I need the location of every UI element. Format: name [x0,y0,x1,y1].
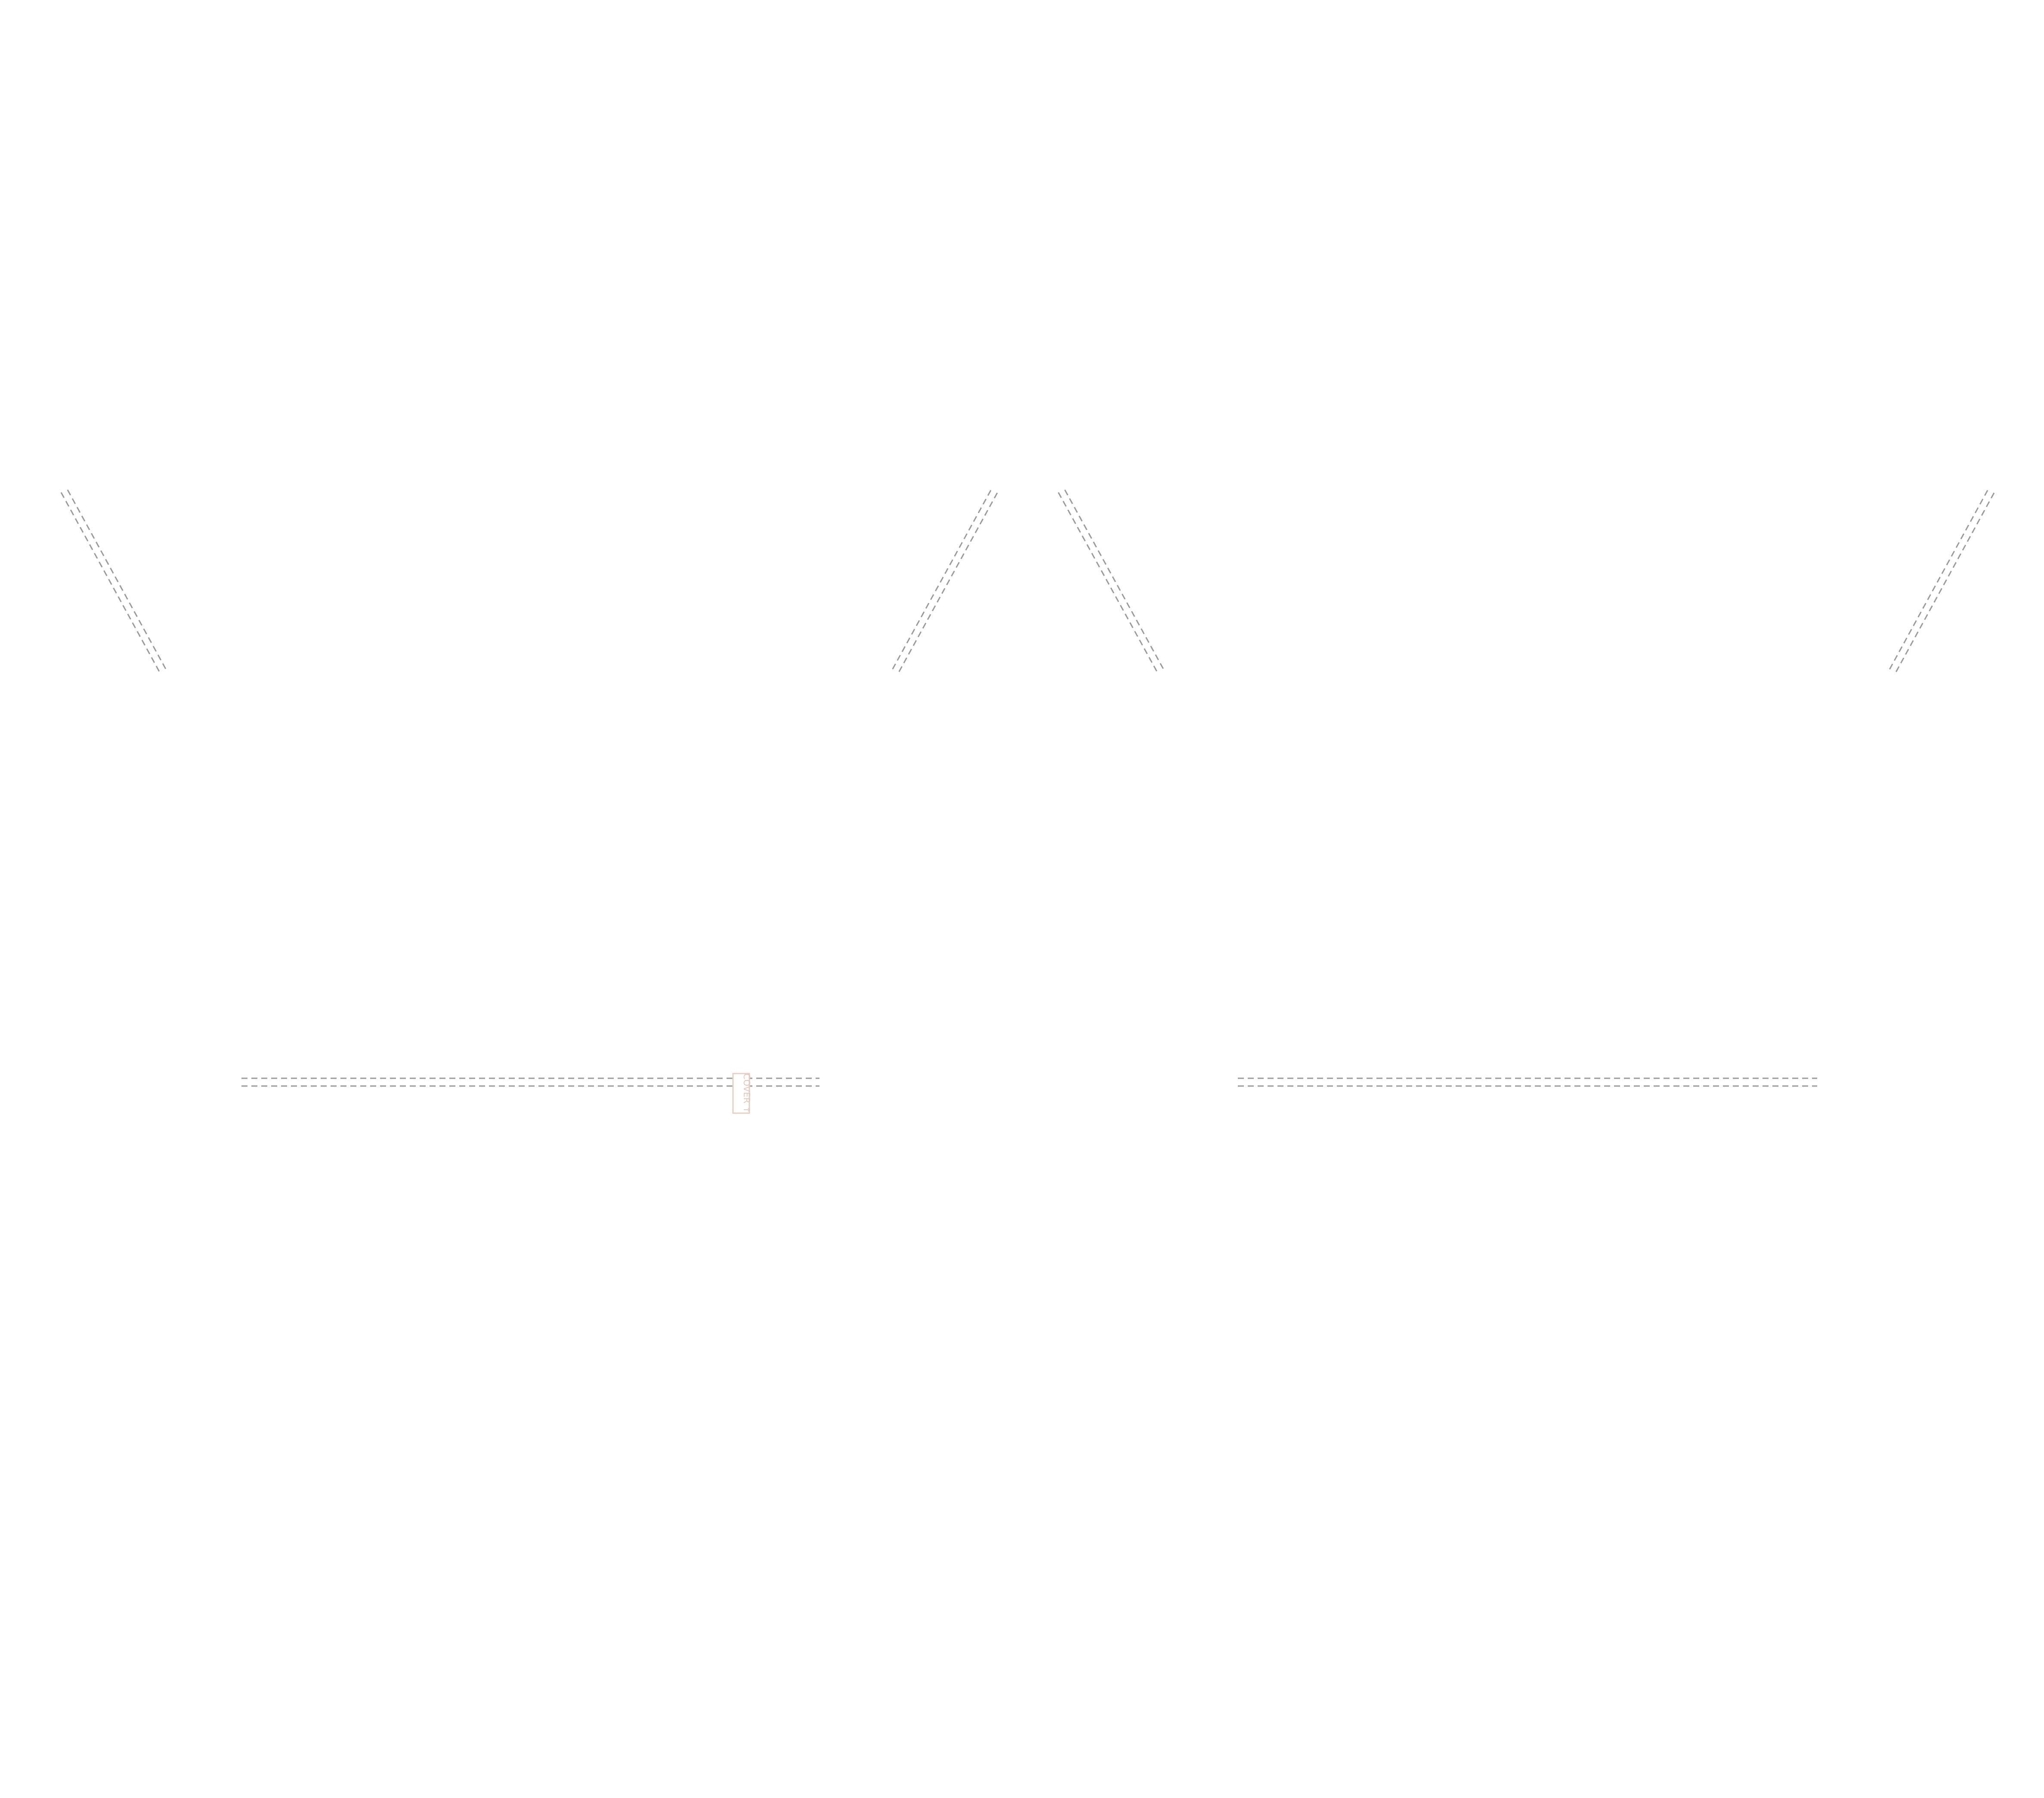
front-panel-left-seam-outer [60,492,160,672]
back-panel-left-seam-outer [1058,492,1158,673]
care-label-border [732,1073,750,1114]
care-label: COVER ↑ [732,1073,752,1114]
back-panel-right-seam-inner [1894,492,1995,674]
back-panel-left-seam-inner [1064,489,1165,670]
back-panel [1058,489,1995,1087]
front-panel: COVER ↑ [60,489,998,1114]
front-panel-right-seam-outer [891,490,992,670]
front-panel-right-seam-inner [898,492,998,673]
front-panel-left-seam-inner [67,489,167,669]
back-panel-right-seam-outer [1888,490,1988,672]
care-label-text: COVER ↑ [742,1074,752,1114]
